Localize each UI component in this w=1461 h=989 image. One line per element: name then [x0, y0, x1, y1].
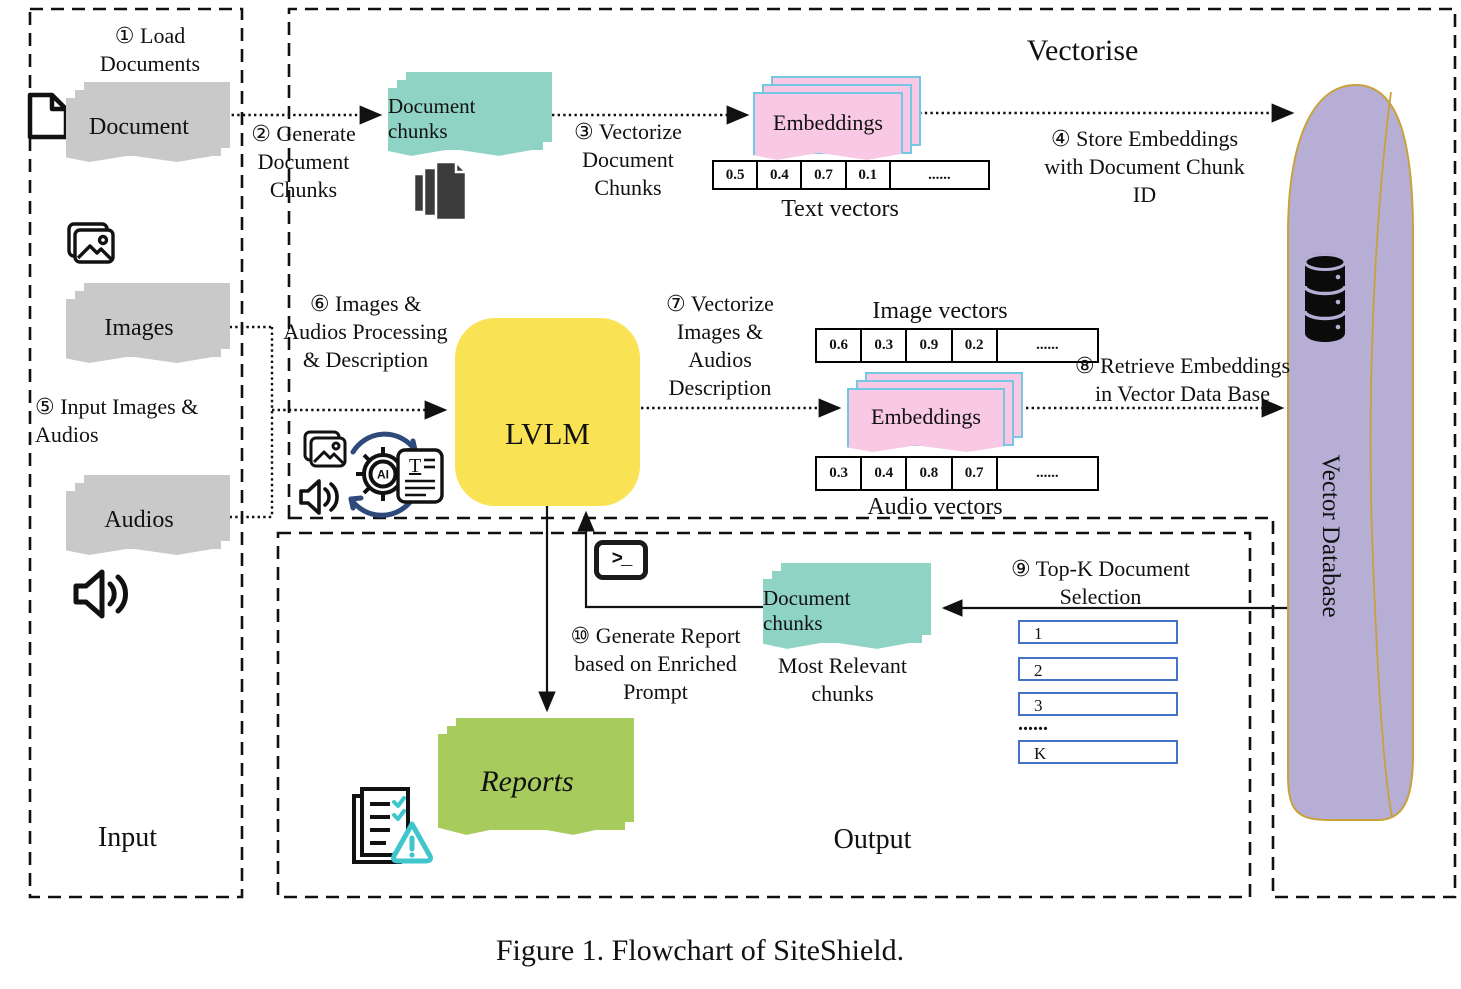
vector-database-label: Vector Database [1317, 454, 1344, 618]
report-check-warning-icon [352, 787, 433, 864]
vector-database-cylinder [1287, 83, 1414, 821]
most-relevant-chunks-label: Most Relevant chunks [778, 653, 907, 707]
svg-text:AI: AI [377, 468, 389, 482]
image-vectors-table: 0.6 0.3 0.9 0.2 ...... [815, 328, 1099, 363]
embeddings-stack-text: Embeddings [753, 76, 921, 162]
text-vectors-table: 0.5 0.4 0.7 0.1 ...... [712, 160, 990, 190]
step2-generate-chunks: ② Generate Document Chunks [251, 121, 356, 203]
output-region-label: Output [833, 824, 912, 855]
audios-stack-label: Audios [104, 506, 174, 533]
topk-ellipsis: ...... [1018, 713, 1048, 735]
photos-icon [67, 222, 115, 264]
audio-vector-cell: 0.3 [815, 456, 863, 491]
terminal-icon: >_ [594, 540, 648, 580]
step6-processing-description: ⑥ Images & Audios Processing & Descripti… [283, 291, 448, 373]
step10-generate-report: ⑩ Generate Report based on Enriched Prom… [570, 623, 741, 705]
image-vector-cell: ...... [995, 328, 1099, 363]
document-copies-icon [412, 160, 468, 222]
photos-icon-small [303, 430, 347, 468]
document-chunks-bottom-label: Document chunks [763, 585, 851, 635]
document-stack-label: Document [89, 113, 189, 140]
step4-store-embeddings: ④ Store Embeddings with Document Chunk I… [1044, 126, 1245, 208]
audio-vector-cell: 0.7 [950, 456, 998, 491]
image-vectors-label: Image vectors [872, 298, 1008, 324]
images-stack-label: Images [104, 314, 174, 341]
document-chunks-stack-top: Document chunks [388, 72, 552, 158]
document-chunks-top-label: Document chunks [388, 93, 476, 143]
document-stack: Document [66, 82, 230, 164]
embeddings-text-label: Embeddings [773, 110, 883, 135]
document-page-icon [27, 92, 69, 140]
image-vector-cell: 0.2 [950, 328, 998, 363]
step3-vectorize-chunks: ③ Vectorize Document Chunks [574, 119, 682, 201]
speaker-icon [73, 569, 128, 619]
text-vector-cell: 0.4 [756, 160, 803, 190]
lvlm-box: LVLM [455, 318, 640, 506]
topk-box-k: K [1018, 740, 1178, 764]
text-vector-cell: 0.1 [844, 160, 891, 190]
lvlm-label: LVLM [505, 416, 590, 451]
topk-box-2: 2 [1018, 657, 1178, 681]
reports-stack: Reports [438, 718, 634, 838]
audios-stack: Audios [66, 475, 230, 557]
image-vector-cell: 0.6 [815, 328, 863, 363]
image-vector-cell: 0.9 [905, 328, 953, 363]
vectorise-region-border [287, 7, 1457, 899]
text-vectors-label: Text vectors [781, 196, 899, 222]
text-vector-cell: 0.7 [800, 160, 847, 190]
arrow-chunks-to-lvlm [577, 510, 764, 609]
step1-load-documents: ① Load Documents [99, 23, 201, 77]
text-vector-cell: ...... [888, 160, 990, 190]
audio-vector-cell: 0.8 [905, 456, 953, 491]
image-vector-cell: 0.3 [860, 328, 908, 363]
embeddings-stack-av: Embeddings [847, 372, 1023, 454]
vectorise-region-title: Vectorise [1026, 34, 1139, 67]
audio-vector-cell: 0.4 [860, 456, 908, 491]
step8-retrieve-embeddings: ⑧ Retrieve Embeddings in Vector Data Bas… [1074, 353, 1291, 407]
audio-vector-cell: ...... [995, 456, 1099, 491]
step9-topk-selection: ⑨ Top-K Document Selection [1010, 556, 1191, 610]
input-region-border [28, 7, 244, 899]
step5-input-images-audios: ⑤ Input Images & Audios [35, 394, 199, 448]
text-vector-cell: 0.5 [712, 160, 759, 190]
images-stack: Images [66, 283, 230, 365]
speaker-icon-small [299, 479, 339, 515]
text-document-icon: T [396, 448, 444, 504]
figure-caption: Figure 1. Flowchart of SiteShield. [495, 934, 905, 967]
embeddings-av-label: Embeddings [871, 404, 981, 429]
audio-vectors-table: 0.3 0.4 0.8 0.7 ...... [815, 456, 1099, 491]
document-chunks-stack-bottom: Document chunks [763, 563, 931, 651]
topk-box-3: 3 [1018, 692, 1178, 716]
topk-box-1: 1 [1018, 620, 1178, 644]
reports-stack-label: Reports [480, 765, 574, 798]
svg-text:T: T [409, 455, 421, 477]
database-icon [1303, 253, 1347, 342]
input-region-label: Input [97, 822, 158, 853]
step7-vectorize-images-audios: ⑦ Vectorize Images & Audios Description [666, 291, 774, 401]
audio-vectors-label: Audio vectors [867, 494, 1003, 520]
output-region-border [276, 531, 1252, 899]
